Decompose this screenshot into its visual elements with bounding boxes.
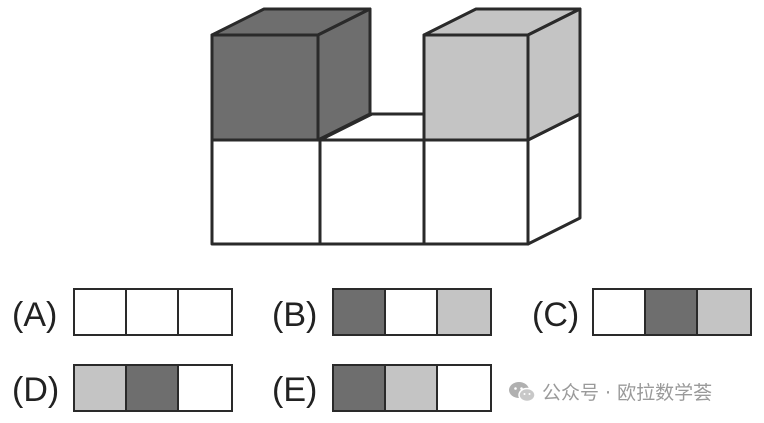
option-d-label: (D) (12, 371, 60, 409)
wechat-icon (509, 381, 536, 402)
dark-cube-front (210, 33, 320, 142)
option-d-cell-1 (75, 366, 127, 410)
option-e-strip[interactable] (332, 364, 492, 412)
option-e-cell-2 (386, 366, 438, 410)
option-b-label: (B) (272, 296, 318, 334)
option-c-cell-3 (698, 290, 750, 334)
watermark: 公众号 · 欧拉数学荟 (508, 378, 712, 405)
option-c-cell-2 (646, 290, 698, 334)
watermark-text: 公众号 · 欧拉数学荟 (542, 382, 713, 404)
option-b-cell-2 (386, 290, 438, 334)
option-e-cell-1 (334, 366, 386, 410)
bottom-cube-front-2 (318, 138, 426, 246)
bottom-cube-front-3 (422, 138, 530, 246)
light-cube-front (422, 33, 530, 142)
option-d-cell-3 (179, 366, 231, 410)
option-e-cell-3 (438, 366, 490, 410)
option-d-cell-2 (127, 366, 179, 410)
option-c-strip[interactable] (592, 288, 752, 336)
option-b-cell-1 (334, 290, 386, 334)
option-b-cell-3 (438, 290, 490, 334)
option-a-cell-2 (127, 290, 179, 334)
cube-figure (210, 7, 582, 246)
option-b-strip[interactable] (332, 288, 492, 336)
option-a-cell-1 (75, 290, 127, 334)
option-a-cell-3 (179, 290, 231, 334)
option-d-strip[interactable] (73, 364, 233, 412)
option-c-cell-1 (594, 290, 646, 334)
bottom-cube-front-1 (210, 138, 322, 246)
option-a-label: (A) (12, 296, 58, 334)
option-e-label: (E) (272, 371, 318, 409)
option-c-label: (C) (532, 296, 580, 334)
option-a-strip[interactable] (73, 288, 233, 336)
